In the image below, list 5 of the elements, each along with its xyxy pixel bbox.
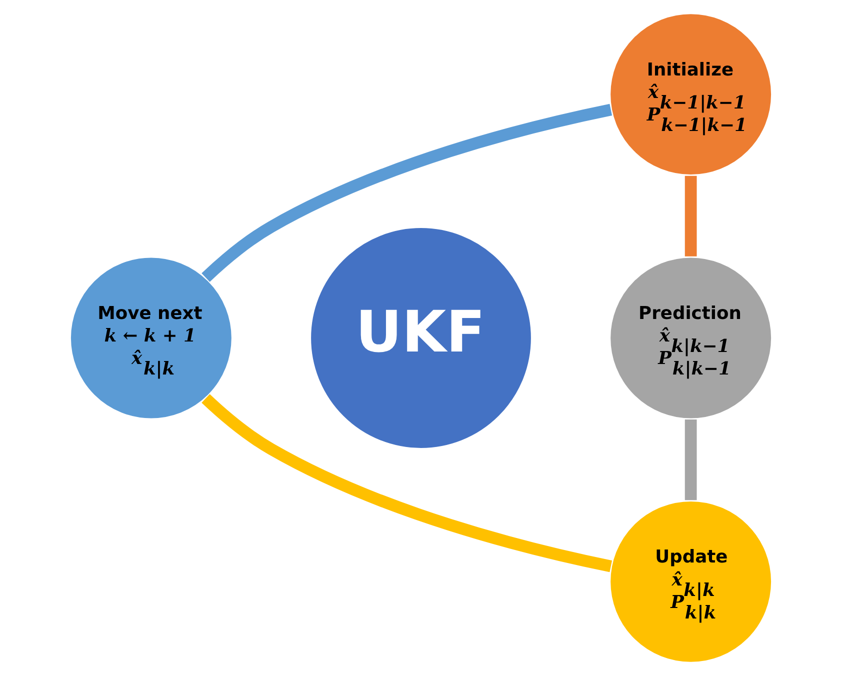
connector xyxy=(684,420,696,500)
node-circle: UKF xyxy=(308,226,533,450)
connector xyxy=(201,104,612,282)
connector xyxy=(201,394,612,572)
connector xyxy=(684,176,696,256)
